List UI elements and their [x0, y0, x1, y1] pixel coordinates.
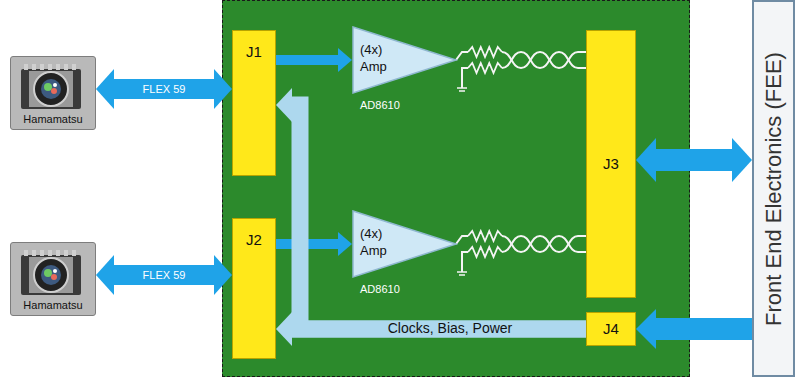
resistor-symbol — [468, 47, 502, 57]
lens-color — [51, 274, 57, 280]
connector-name: J2 — [233, 231, 275, 249]
arrow-shaft — [291, 105, 586, 329]
connector — [276, 232, 352, 256]
lens-glint — [53, 269, 57, 273]
part-number: AD8610 — [360, 99, 400, 111]
arrow-head — [276, 88, 292, 122]
sensor-icon — [11, 243, 91, 299]
twisted-pair — [502, 236, 586, 252]
arrow-head — [338, 232, 352, 256]
arrow-head — [732, 138, 752, 182]
arrow-head — [214, 255, 232, 295]
wire — [462, 68, 468, 88]
lens-inner — [41, 265, 61, 285]
connector-name: J3 — [587, 155, 635, 173]
ground-symbol — [457, 88, 467, 91]
chip-body — [21, 255, 81, 295]
chip-pin — [64, 64, 68, 70]
panel-title: Front End Electronics (FEE) — [761, 52, 787, 326]
connector — [276, 88, 586, 329]
sensor-icon — [11, 57, 91, 113]
part-number: AD8610 — [360, 283, 400, 295]
arrow-head — [96, 69, 114, 109]
wire — [456, 236, 468, 244]
lens-color — [44, 83, 52, 91]
wire — [456, 52, 468, 60]
resistor-symbol — [468, 63, 502, 73]
arrow-head — [96, 255, 114, 295]
connector — [636, 138, 752, 182]
arrow-shaft — [655, 149, 733, 171]
arrow-shaft — [113, 79, 215, 99]
connector-label: FLEX 59 — [141, 83, 188, 95]
sensor-box: Hamamatsu — [10, 56, 96, 130]
chip-pin — [72, 250, 76, 256]
connector-block: J1 — [232, 30, 276, 176]
ground-symbol — [457, 272, 467, 275]
amplifier-gain: (4x) Amp — [360, 41, 400, 75]
chip-pin — [48, 250, 52, 256]
arrow-shaft — [113, 265, 215, 285]
arrow-head — [636, 309, 656, 349]
connector — [276, 312, 586, 346]
connector-block: J2 — [232, 218, 276, 359]
connector — [636, 309, 752, 349]
twisted-pair — [502, 52, 586, 68]
lens-color — [51, 88, 57, 94]
connector — [96, 69, 232, 109]
connector — [276, 48, 352, 72]
electronics-panel: Front End Electronics (FEE) — [752, 0, 795, 377]
connector-block: J4 — [586, 312, 636, 346]
connector — [96, 255, 232, 295]
sensor-label: Hamamatsu — [11, 299, 95, 311]
sensor-label: Hamamatsu — [11, 113, 95, 125]
chip-pin — [32, 64, 36, 70]
connector-label: FLEX 59 — [141, 269, 188, 281]
chip-body — [21, 69, 81, 109]
amplifier-gain: (4x) Amp — [360, 225, 400, 259]
sensor-box: Hamamatsu — [10, 242, 96, 316]
chip-pin — [32, 250, 36, 256]
arrow-head — [636, 138, 656, 182]
lens-inner — [41, 79, 61, 99]
lens-color — [44, 269, 52, 277]
wire — [462, 252, 468, 272]
arrow-shaft — [291, 321, 586, 338]
twisted-pair — [502, 52, 586, 68]
chip-pin — [56, 250, 60, 256]
chip-pin — [24, 250, 28, 256]
connector-name: J1 — [233, 43, 275, 61]
arrow-head — [338, 48, 352, 72]
chip-pin — [64, 250, 68, 256]
resistor-symbol — [468, 231, 502, 241]
chip-pin — [56, 64, 60, 70]
lens-glint — [53, 83, 57, 87]
arrow-shaft — [655, 318, 752, 340]
chip-pin — [72, 64, 76, 70]
lens-ring — [34, 258, 68, 292]
arrow-head — [214, 69, 232, 109]
connector — [456, 231, 586, 275]
connector-name: J4 — [587, 320, 635, 338]
connector — [456, 47, 586, 91]
arrow-shaft — [276, 55, 339, 65]
chip-window — [29, 257, 73, 293]
resistor-symbol — [468, 247, 502, 257]
chip-pin — [40, 250, 44, 256]
amplifier-outline — [353, 211, 456, 277]
connector-block: J3 — [586, 30, 636, 298]
chip-window — [29, 71, 73, 107]
chip-pin — [24, 64, 28, 70]
lens-ring — [34, 72, 68, 106]
amplifier-triangle: (4x) AmpAD8610 — [352, 210, 460, 302]
amplifier-outline — [353, 27, 456, 93]
amplifier-triangle: (4x) AmpAD8610 — [352, 26, 460, 118]
arrow-head — [276, 312, 292, 346]
connector-label: Clocks, Bias, Power — [386, 321, 514, 336]
chip-pin — [40, 64, 44, 70]
twisted-pair — [502, 236, 586, 252]
chip-pin — [48, 64, 52, 70]
